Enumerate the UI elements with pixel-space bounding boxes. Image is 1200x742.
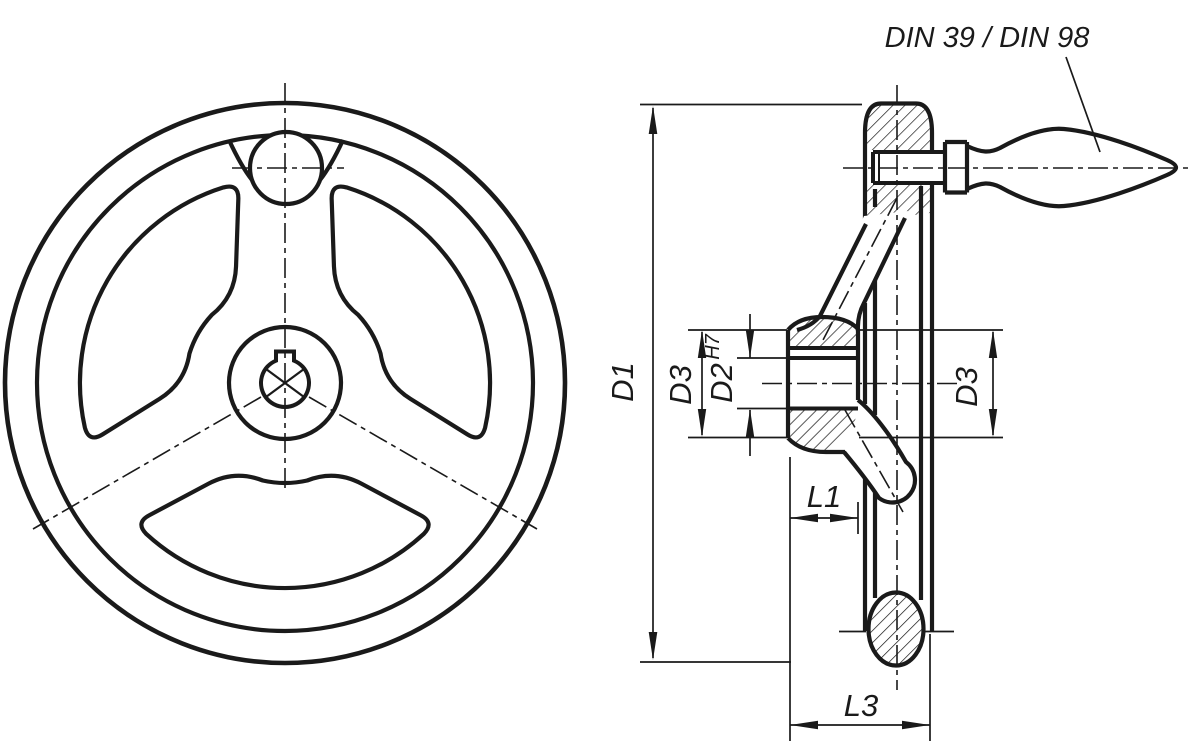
boss-fillet-right [318,139,345,182]
dim-label-l1: L1 [807,479,841,514]
rim-bottom-section [866,590,926,668]
spoke-centerline-lower-left [32,396,262,530]
dimension-arrowheads [648,106,998,730]
handle-thread-hole [871,150,945,185]
rim-silhouette-lines [862,133,935,631]
front-view [2,83,568,666]
rim-boss-outline [862,101,935,134]
upper-spoke-fill [795,211,908,331]
lower-spoke-centerline [844,409,904,513]
hub-top-edge [786,314,860,332]
dimension-annotations: D1 D3 D2 H7 D3 L1 L3 DIN 39 / DIN 98 [605,22,1101,741]
dim-label-d1: D1 [605,362,640,402]
lower-spoke-outline [842,398,918,505]
dim-label-d3-right: D3 [949,367,984,407]
dim-label-d3-left: D3 [663,365,698,405]
side-view [762,85,1192,690]
dim-label-d2: D2 [704,363,739,403]
rim-boss-section-hatch-lower [866,185,930,221]
dim-label-d2-tolerance: H7 [702,333,724,359]
leader-line-din [1065,56,1101,153]
dim-label-l3: L3 [844,688,878,723]
hub-bore-with-keyway [259,349,311,409]
upper-spoke-centerline [821,197,898,343]
front-centerlines [32,83,538,530]
opening-bottom [139,473,431,591]
hub-bottom-edge [786,436,845,455]
hub-section-hatch-bottom [789,409,857,451]
bore-cross-lines [265,368,305,398]
spoke-centerline-lower-right [308,396,538,530]
hub-section-hatch-top [789,318,857,347]
dimension-labels: D1 D3 D2 H7 D3 L1 L3 DIN 39 / DIN 98 [605,22,1089,723]
hub-outer-circle [226,324,344,442]
opening-top-right [329,184,493,440]
rim-boss-section-hatch-upper [866,105,930,150]
side-centerlines [762,85,1192,690]
spoke-openings [77,184,493,591]
opening-top-left [77,184,241,440]
boss-fillet-left [227,139,254,182]
din-standard-note: DIN 39 / DIN 98 [885,22,1090,54]
